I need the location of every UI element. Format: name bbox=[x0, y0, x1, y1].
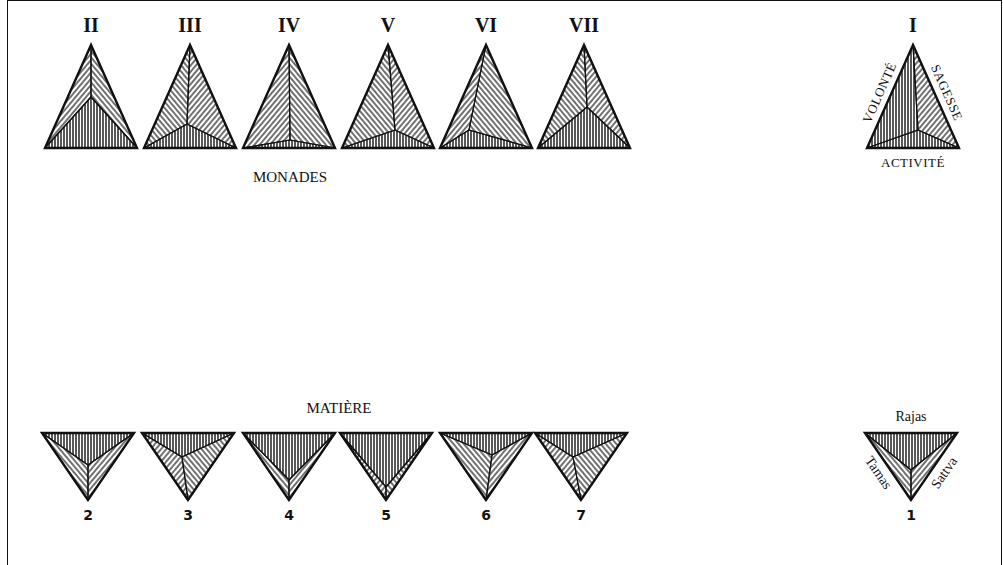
plane-number: 6 bbox=[481, 508, 491, 522]
plane-number: 4 bbox=[284, 508, 294, 522]
plane-number: IV bbox=[278, 15, 300, 35]
plane-number: 5 bbox=[381, 508, 391, 522]
matter-triangle: 5 bbox=[331, 425, 441, 530]
hatched-sector bbox=[42, 433, 134, 465]
plane-number: III bbox=[178, 15, 201, 35]
plane-number: II bbox=[83, 15, 99, 35]
monad-triangle: IVOLONTÉSAGESSEACTIVITÉ bbox=[838, 12, 988, 177]
triangle-outline bbox=[142, 433, 234, 500]
triangle-outline bbox=[440, 433, 532, 500]
monad-triangle: V bbox=[333, 12, 443, 157]
hatched-sector bbox=[340, 433, 432, 487]
hatched-sector bbox=[144, 124, 236, 148]
triangle-outline bbox=[342, 45, 434, 148]
monad-triangle: VII bbox=[529, 12, 639, 157]
triangle-outline bbox=[340, 433, 432, 500]
plane-number: VI bbox=[475, 15, 497, 35]
plane-number: 2 bbox=[83, 508, 93, 522]
triangle-outline bbox=[538, 45, 630, 148]
plane-number: 1 bbox=[906, 508, 916, 522]
triangle-outline bbox=[144, 45, 236, 148]
hatched-sector bbox=[243, 433, 335, 480]
triangle-outline bbox=[45, 45, 137, 148]
hatched-sector bbox=[45, 97, 137, 148]
monad-triangle: VI bbox=[431, 12, 541, 157]
hatched-sector bbox=[342, 130, 434, 148]
matter-triangle: 1RajasTamasSattva bbox=[836, 405, 986, 530]
matter-triangle: 6 bbox=[431, 425, 541, 530]
plane-number: V bbox=[381, 15, 395, 35]
triangle-outline bbox=[535, 433, 627, 500]
hatched-sector bbox=[538, 107, 630, 148]
triangle-outline bbox=[243, 45, 335, 148]
triangle-shape bbox=[838, 12, 988, 177]
hatched-sector bbox=[440, 130, 532, 148]
row-label: MONADES bbox=[253, 170, 327, 185]
page-frame bbox=[8, 1, 1002, 565]
plane-number: 7 bbox=[576, 508, 586, 522]
plane-number: 3 bbox=[183, 508, 193, 522]
row-label: MATIÈRE bbox=[307, 401, 372, 416]
matter-triangle: 4 bbox=[234, 425, 344, 530]
monad-triangle: III bbox=[135, 12, 245, 157]
triangle-outline bbox=[440, 45, 532, 148]
plane-number: I bbox=[909, 15, 917, 35]
plane-number: VII bbox=[569, 15, 599, 35]
hatched-sector bbox=[867, 130, 959, 148]
triangle-outline bbox=[243, 433, 335, 500]
matter-triangle: 3 bbox=[133, 425, 243, 530]
matter-triangle: 7 bbox=[526, 425, 636, 530]
aspect-label: ACTIVITÉ bbox=[881, 156, 945, 169]
monad-triangle: IV bbox=[234, 12, 344, 157]
aspect-label: Rajas bbox=[895, 410, 926, 424]
matter-triangle: 2 bbox=[33, 425, 143, 530]
monad-triangle: II bbox=[36, 12, 146, 157]
triangle-outline bbox=[42, 433, 134, 500]
